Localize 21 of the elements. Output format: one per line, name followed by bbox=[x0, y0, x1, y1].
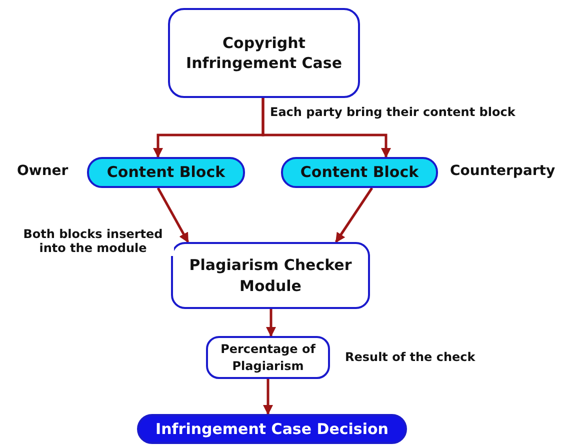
node-label: Percentage of Plagiarism bbox=[220, 341, 317, 374]
node-label: Content Block bbox=[106, 162, 226, 183]
edge-label: Each party bring their content block bbox=[270, 105, 516, 120]
arrow bbox=[263, 379, 273, 415]
side-note: Owner bbox=[17, 163, 68, 179]
terminal-box bbox=[281, 157, 438, 188]
process-box bbox=[171, 242, 370, 309]
node-label: Infringement Case Decision bbox=[156, 418, 388, 440]
arrow bbox=[334, 187, 374, 243]
node-label: Copyright Infringement Case bbox=[184, 32, 344, 74]
side-note: Result of the check bbox=[345, 350, 476, 364]
arrow bbox=[262, 98, 391, 158]
terminal-box bbox=[87, 157, 245, 188]
process-box bbox=[206, 336, 330, 379]
arrow bbox=[266, 309, 276, 337]
side-note: Counterparty bbox=[450, 163, 556, 179]
node-label: Content Block bbox=[300, 162, 419, 183]
process-box bbox=[168, 8, 360, 98]
terminal-box bbox=[137, 414, 407, 444]
arrow bbox=[156, 187, 190, 243]
node-label: Plagiarism Checker Module bbox=[188, 255, 353, 296]
